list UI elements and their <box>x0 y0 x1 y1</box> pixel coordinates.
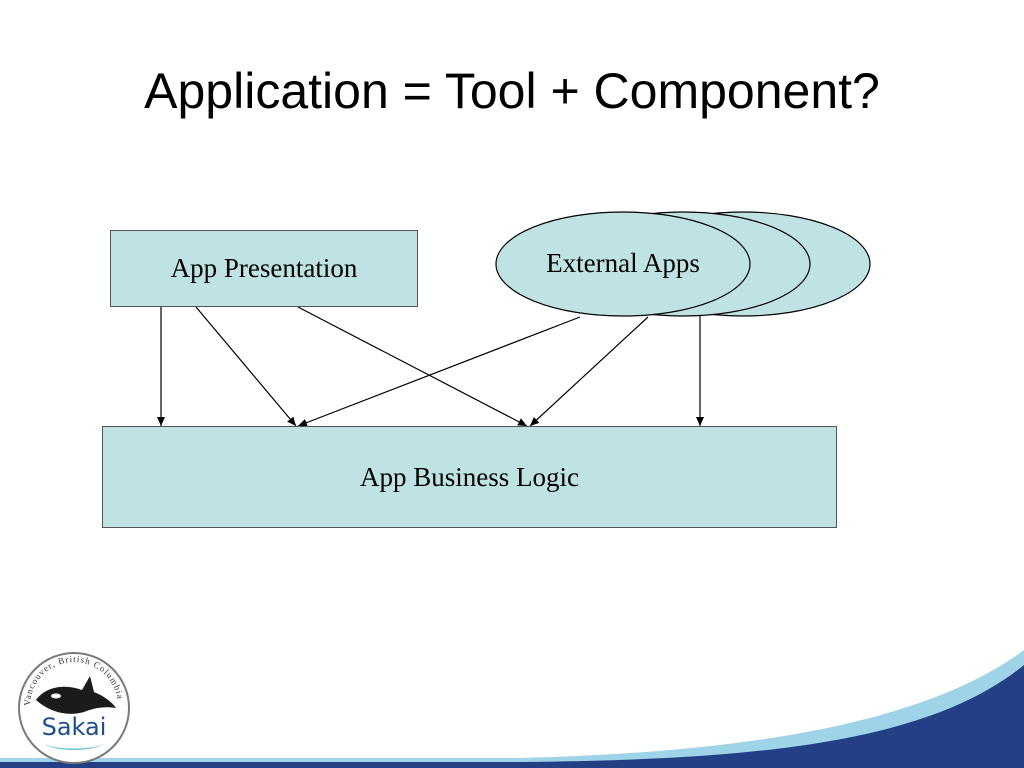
orca-icon <box>36 676 116 714</box>
app-business-logic-label: App Business Logic <box>360 461 579 492</box>
logo-water-icon <box>44 744 104 750</box>
edge-presentation-to-logic-2 <box>195 306 297 427</box>
edge-external-to-logic-2 <box>529 316 649 427</box>
footer-wave-dark <box>0 665 1024 768</box>
external-apps-ellipse-front <box>495 211 751 317</box>
app-presentation-node: App Presentation <box>110 230 418 307</box>
external-apps-label: External Apps <box>546 248 700 278</box>
orca-eye-patch-icon <box>51 693 61 699</box>
logo-text: Sakai <box>42 713 107 741</box>
edge-presentation-to-logic-3 <box>297 306 528 427</box>
page-title: Application = Tool + Component? <box>144 63 880 119</box>
app-presentation-label: App Presentation <box>170 253 358 283</box>
app-business-logic-node: App Business Logic <box>102 426 837 528</box>
edge-external-to-logic-1 <box>297 316 581 427</box>
